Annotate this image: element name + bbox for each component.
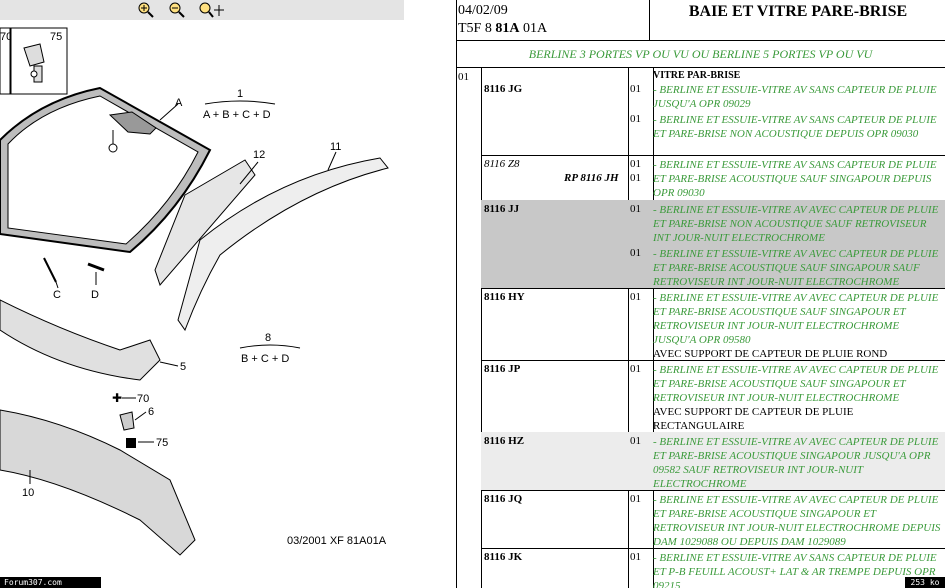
pillar-12 [154, 159, 256, 286]
description: - BERLINE ET ESSUIE-VITRE AV AVEC CAPTEU… [653, 204, 939, 244]
label-75: 75 [156, 437, 168, 449]
description: - BERLINE ET ESSUIE-VITRE AV AVEC CAPTEU… [653, 292, 939, 346]
note: AVEC SUPPORT DE CAPTEUR DE PLUIE ROND [653, 348, 888, 360]
label-d: D [91, 289, 99, 301]
qty: 01 [630, 363, 641, 375]
note: AVEC SUPPORT DE CAPTEUR DE PLUIE RECTANG… [653, 406, 854, 432]
part-ref[interactable]: 8116 HY [484, 291, 525, 303]
qty: 01 [630, 247, 641, 259]
line-number: 01 [458, 71, 469, 83]
replacement-ref[interactable]: RP 8116 JH [564, 172, 619, 184]
footer-site: Forum307.com [4, 578, 62, 587]
table-row[interactable]: 8116 JP 01 - BERLINE ET ESSUIE-VITRE AV … [481, 360, 945, 433]
part-ref[interactable]: 8116 HZ [484, 435, 525, 447]
thumb-70-box[interactable] [0, 27, 11, 95]
label-c: C [53, 289, 61, 301]
diagram-caption: 03/2001 XF 81A01A [287, 535, 387, 547]
description: - BERLINE ET ESSUIE-VITRE AV SANS CAPTEU… [653, 159, 937, 199]
description: - BERLINE ET ESSUIE-VITRE AV SANS CAPTEU… [653, 114, 937, 140]
header-code: T5F 8 81A 01A [458, 21, 548, 36]
header-title: BAIE ET VITRE PARE-BRISE [649, 0, 945, 40]
qty: 01 [630, 172, 641, 184]
label-11: 11 [330, 141, 341, 153]
header-date: 04/02/09 [458, 3, 508, 18]
description: - BERLINE ET ESSUIE-VITRE AV SANS CAPTEU… [653, 552, 937, 588]
formula-1: A + B + C + D [203, 109, 271, 121]
label-6: 6 [148, 406, 154, 418]
size-badge: 253 ko [905, 577, 945, 588]
col-divider-3 [653, 67, 654, 588]
label-5: 5 [180, 361, 186, 373]
description: - BERLINE ET ESSUIE-VITRE AV AVEC CAPTEU… [653, 436, 939, 490]
part-ref[interactable]: 8116 JG [484, 83, 523, 95]
qty: 01 [630, 551, 641, 563]
desc-block: VITRE PAR-BRISE - BERLINE ET ESSUIE-VITR… [653, 69, 943, 111]
part-ref[interactable]: 8116 JP [484, 363, 521, 375]
part-heading: VITRE PAR-BRISE [653, 70, 741, 81]
table-row[interactable]: 8116 HZ 01 - BERLINE ET ESSUIE-VITRE AV … [481, 432, 945, 491]
exploded-diagram: 70 75 A 1 A + B + C + D 12 11 C D [0, 27, 389, 556]
diagram-pane: 70 75 A 1 A + B + C + D 12 11 C D [0, 0, 450, 588]
description: - BERLINE ET ESSUIE-VITRE AV AVEC CAPTEU… [653, 248, 939, 288]
description: - BERLINE ET ESSUIE-VITRE AV AVEC CAPTEU… [653, 364, 939, 404]
qty: 01 [630, 291, 641, 303]
footer-strip [0, 577, 101, 588]
table-row[interactable]: 8116 JG 01 VITRE PAR-BRISE - BERLINE ET … [481, 67, 945, 156]
table-row[interactable]: 8116 JK 01 - BERLINE ET ESSUIE-VITRE AV … [481, 548, 945, 588]
col-divider-1 [481, 67, 482, 588]
table-header: 04/02/09 T5F 8 81A 01A BAIE ET VITRE PAR… [456, 0, 945, 41]
zoom-in-icon[interactable] [136, 1, 156, 19]
qty: 01 [630, 158, 641, 170]
zoom-out-icon[interactable] [167, 1, 187, 19]
svg-text:✚: ✚ [112, 391, 122, 405]
crossmember-10 [0, 409, 196, 556]
thumb-75-box[interactable] [10, 27, 68, 95]
label-12: 12 [253, 149, 265, 161]
table-row[interactable]: 8116 JJ 01 - BERLINE ET ESSUIE-VITRE AV … [481, 200, 945, 289]
part-ref[interactable]: 8116 JK [484, 551, 523, 563]
thumb-75-label: 75 [50, 31, 62, 43]
table-row[interactable]: 8116 Z8 RP 8116 JH 01 01 - BERLINE ET ES… [481, 155, 945, 201]
zoom-move-icon[interactable] [197, 1, 225, 19]
qty: 01 [630, 493, 641, 505]
cowl-5 [0, 299, 161, 381]
table-row[interactable]: 8116 HY 01 - BERLINE ET ESSUIE-VITRE AV … [481, 288, 945, 361]
qty: 01 [630, 113, 641, 125]
label-10: 10 [22, 487, 34, 499]
model-subtitle: BERLINE 3 PORTES VP OU VU OU BERLINE 5 P… [456, 41, 945, 68]
qty: 01 [630, 203, 641, 215]
description: - BERLINE ET ESSUIE-VITRE AV SANS CAPTEU… [653, 84, 937, 110]
label-8: 8 [265, 332, 271, 344]
col-divider-2 [628, 67, 629, 588]
part-ref[interactable]: 8116 JJ [484, 203, 520, 215]
qty: 01 [630, 435, 641, 447]
qty: 01 [630, 83, 641, 95]
description: - BERLINE ET ESSUIE-VITRE AV AVEC CAPTEU… [653, 494, 941, 548]
desc-block: - BERLINE ET ESSUIE-VITRE AV AVEC CAPTEU… [653, 291, 943, 361]
table-row[interactable]: 8116 JQ 01 - BERLINE ET ESSUIE-VITRE AV … [481, 490, 945, 549]
formula-8: B + C + D [241, 353, 289, 365]
thumb-70-label: 70 [0, 31, 12, 43]
part-ref[interactable]: 8116 JQ [484, 493, 523, 505]
parts-table: 04/02/09 T5F 8 81A 01A BAIE ET VITRE PAR… [450, 0, 945, 588]
label-a: A [175, 97, 183, 109]
part-ref[interactable]: 8116 Z8 [484, 158, 520, 170]
desc-block: - BERLINE ET ESSUIE-VITRE AV AVEC CAPTEU… [653, 363, 943, 433]
pane-divider [450, 0, 457, 588]
roof-rail-11 [177, 157, 389, 332]
label-1: 1 [237, 88, 243, 100]
label-70: 70 [137, 393, 149, 405]
zoom-toolbar [0, 0, 404, 20]
